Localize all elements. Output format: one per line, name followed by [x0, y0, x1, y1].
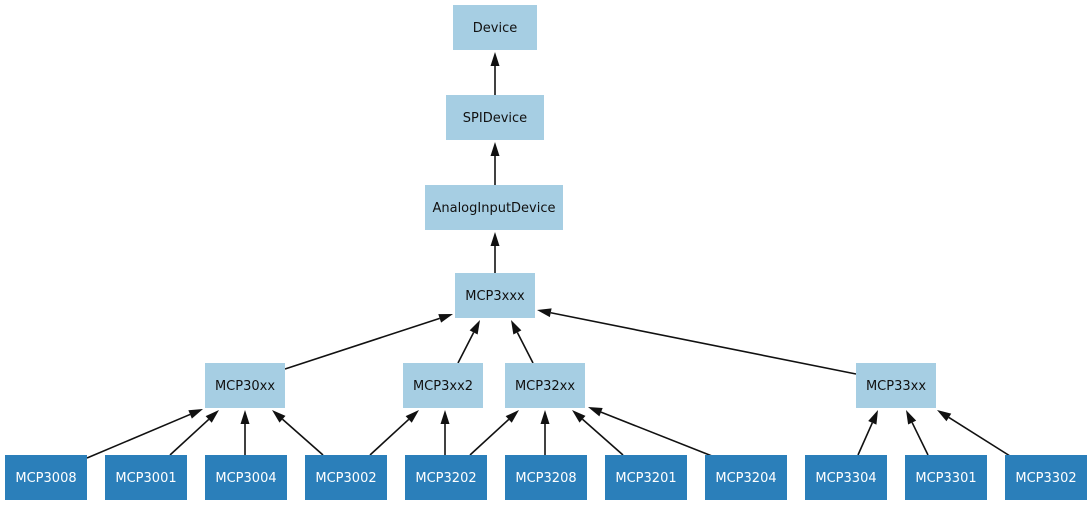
class-node-box-mcp3004[interactable] [205, 455, 287, 500]
class-node-box-mcp3302[interactable] [1005, 455, 1087, 500]
class-node-mcp3004[interactable]: MCP3004 [205, 455, 287, 500]
class-node-mcp3208[interactable]: MCP3208 [505, 455, 587, 500]
inheritance-arrow-mcp3002-to-mcp3xx2 [369, 410, 419, 456]
class-node-mcp3204[interactable]: MCP3204 [705, 455, 787, 500]
class-node-box-mcp3304[interactable] [805, 455, 887, 500]
class-node-mcp3002[interactable]: MCP3002 [305, 455, 387, 500]
class-node-box-mcp3202[interactable] [405, 455, 487, 500]
class-node-mcp3301[interactable]: MCP3301 [905, 455, 987, 500]
class-node-box-mcp3xx2[interactable] [403, 363, 483, 408]
inheritance-arrow-mcp3xxx-to-analoginput [490, 232, 500, 273]
class-node-mcp30xx[interactable]: MCP30xx [205, 363, 285, 408]
class-node-box-mcp3208[interactable] [505, 455, 587, 500]
class-node-box-mcp33xx[interactable] [856, 363, 936, 408]
class-node-mcp3201[interactable]: MCP3201 [605, 455, 687, 500]
inheritance-arrow-analoginput-to-spidevice [490, 142, 500, 185]
inheritance-arrow-mcp32xx-to-mcp3xxx [511, 320, 534, 364]
inheritance-arrow-mcp3204-to-mcp32xx [588, 407, 713, 457]
inheritance-arrow-mcp3301-to-mcp33xx [906, 410, 929, 456]
inheritance-arrow-mcp3008-to-mcp30xx [86, 409, 203, 459]
class-node-box-mcp32xx[interactable] [505, 363, 585, 408]
class-node-box-mcp3002[interactable] [305, 455, 387, 500]
class-node-mcp32xx[interactable]: MCP32xx [505, 363, 585, 408]
class-node-analoginput[interactable]: AnalogInputDevice [425, 185, 563, 230]
inheritance-arrow-spidevice-to-device [490, 52, 500, 95]
class-node-box-spidevice[interactable] [446, 95, 544, 140]
class-node-box-mcp3xxx[interactable] [455, 273, 535, 318]
inheritance-arrow-mcp3xx2-to-mcp3xxx [457, 320, 480, 364]
inheritance-arrow-mcp3304-to-mcp33xx [857, 410, 878, 456]
class-node-box-mcp3301[interactable] [905, 455, 987, 500]
inheritance-arrow-mcp3001-to-mcp30xx [169, 410, 219, 456]
inheritance-arrow-mcp3302-to-mcp33xx [937, 410, 1011, 457]
class-node-spidevice[interactable]: SPIDevice [446, 95, 544, 140]
class-node-box-mcp30xx[interactable] [205, 363, 285, 408]
class-node-box-mcp3001[interactable] [105, 455, 187, 500]
class-node-mcp3001[interactable]: MCP3001 [105, 455, 187, 500]
class-node-mcp3xxx[interactable]: MCP3xxx [455, 273, 535, 318]
class-node-box-mcp3204[interactable] [705, 455, 787, 500]
inheritance-arrow-mcp30xx-to-mcp3xxx [284, 314, 453, 370]
class-node-mcp3202[interactable]: MCP3202 [405, 455, 487, 500]
class-node-mcp33xx[interactable]: MCP33xx [856, 363, 936, 408]
inheritance-arrow-mcp3202-to-mcp3xx2 [440, 410, 450, 455]
class-node-box-mcp3008[interactable] [5, 455, 87, 500]
inheritance-arrow-mcp3002-to-mcp30xx [272, 410, 324, 456]
class-node-mcp3xx2[interactable]: MCP3xx2 [403, 363, 483, 408]
class-node-mcp3304[interactable]: MCP3304 [805, 455, 887, 500]
class-node-device[interactable]: Device [453, 5, 537, 50]
class-node-mcp3008[interactable]: MCP3008 [5, 455, 87, 500]
inheritance-arrow-mcp33xx-to-mcp3xxx [537, 308, 857, 375]
inheritance-arrow-mcp3201-to-mcp32xx [572, 410, 624, 456]
class-node-box-device[interactable] [453, 5, 537, 50]
inheritance-arrow-mcp3004-to-mcp30xx [240, 410, 250, 455]
inheritance-arrow-mcp3208-to-mcp32xx [540, 410, 550, 455]
edges-layer [86, 52, 1011, 459]
class-node-box-analoginput[interactable] [425, 185, 563, 230]
inheritance-arrow-mcp3202-to-mcp32xx [469, 410, 519, 456]
class-node-mcp3302[interactable]: MCP3302 [1005, 455, 1087, 500]
class-node-box-mcp3201[interactable] [605, 455, 687, 500]
